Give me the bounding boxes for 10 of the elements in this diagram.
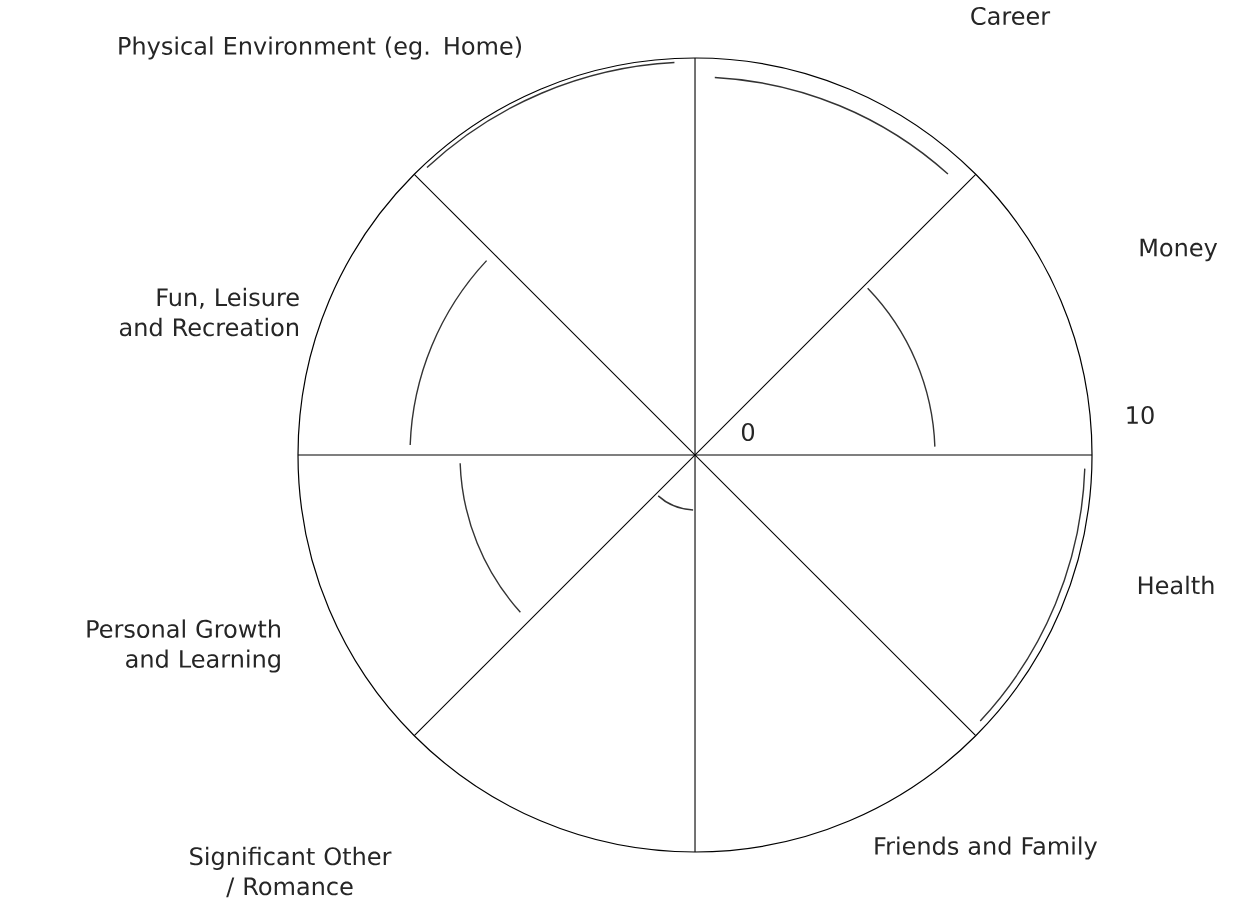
segment-label: Health [1138, 575, 1214, 595]
segment-label: Personal Growth and Learning [87, 619, 280, 673]
scale-label: 0 [741, 422, 755, 442]
segment-label: Fun, Leisure and Recreation [119, 287, 299, 337]
scale-label: 10 [1127, 405, 1154, 425]
segment-label: Career [971, 6, 1051, 26]
segment-label: Money [1140, 238, 1218, 262]
segment-label: Physical Environment (eg. Home) [119, 36, 521, 60]
segment-label: Significant Other / Romance [190, 846, 392, 898]
segment-label: Friends and Family [875, 836, 1098, 860]
